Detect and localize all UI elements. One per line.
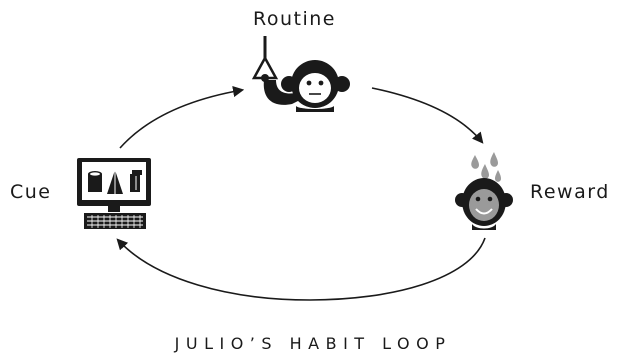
diagram-caption: JULIO’S HABIT LOOP: [174, 334, 452, 353]
monkey-pulling-lever-icon: [251, 36, 350, 112]
reward-label: Reward: [530, 181, 610, 203]
monkey-with-juice-drops-icon: [455, 152, 513, 230]
arrow-routine-to-reward: [371, 87, 484, 144]
computer-with-shapes-icon: [77, 158, 151, 229]
arrow-reward-to-cue: [116, 237, 486, 301]
cue-label: Cue: [10, 181, 52, 203]
routine-label: Routine: [253, 8, 336, 30]
arrow-cue-to-routine: [119, 86, 245, 149]
